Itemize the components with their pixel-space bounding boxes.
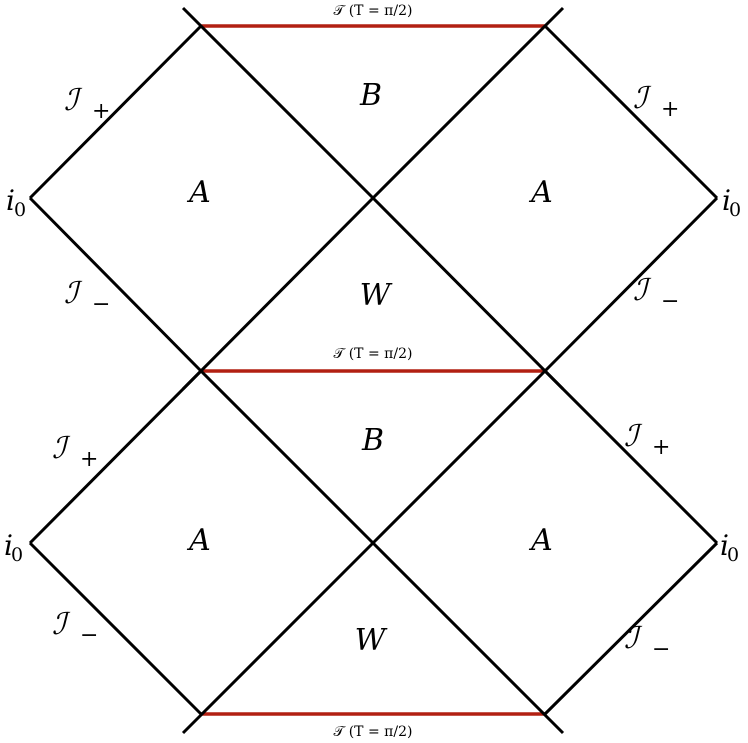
scri-plus-left-bottom: ℐ + bbox=[52, 431, 98, 472]
scri-minus-right-bottom: ℐ − bbox=[624, 621, 670, 662]
right-scri-minus-bottom bbox=[543, 541, 719, 716]
spatial-infinity-right-bottom: i 0 bbox=[720, 529, 739, 566]
svg-text:ℐ: ℐ bbox=[633, 81, 652, 116]
region-label-top-right-a: A bbox=[528, 175, 553, 210]
svg-text:i: i bbox=[6, 184, 15, 217]
svg-text:i: i bbox=[4, 529, 13, 562]
scri-plus-right-bottom: ℐ + bbox=[624, 419, 670, 460]
spatial-infinity-left-top: i 0 bbox=[6, 184, 26, 221]
region-label-top-w: W bbox=[360, 278, 393, 313]
time-slice-label-top: 𝒯 (T = π/2) bbox=[334, 3, 413, 19]
left-scri-plus-bottom bbox=[28, 369, 203, 545]
svg-text:ℐ: ℐ bbox=[633, 273, 652, 308]
left-scri-minus-bottom bbox=[28, 541, 203, 716]
svg-text:ℐ: ℐ bbox=[624, 621, 643, 656]
svg-text:0: 0 bbox=[727, 544, 739, 566]
svg-text:−: − bbox=[652, 637, 670, 662]
svg-text:−: − bbox=[92, 292, 110, 317]
spatial-infinity-right-top: i 0 bbox=[722, 184, 741, 221]
horizon-bottom-mid-right bbox=[181, 541, 375, 735]
horizon-top-left-diagonal bbox=[181, 6, 375, 200]
svg-text:0: 0 bbox=[11, 544, 23, 566]
svg-text:+: + bbox=[652, 435, 670, 460]
region-label-top-b: B bbox=[359, 78, 382, 113]
scri-minus-right-top: ℐ − bbox=[633, 273, 679, 314]
svg-text:i: i bbox=[722, 184, 731, 217]
region-label-bottom-left-a: A bbox=[186, 523, 211, 558]
svg-text:i: i bbox=[720, 529, 729, 562]
svg-text:ℐ: ℐ bbox=[64, 83, 83, 118]
horizon-top-right-diagonal bbox=[371, 6, 565, 200]
time-slice-label-bottom: 𝒯 (T = π/2) bbox=[334, 724, 413, 740]
scri-plus-left-top: ℐ + bbox=[64, 83, 110, 124]
right-scri-minus-top bbox=[543, 196, 719, 373]
horizon-bottom-mid-left bbox=[371, 541, 565, 735]
scri-minus-left-top: ℐ − bbox=[64, 276, 110, 317]
horizon-bottom-left-diagonal bbox=[199, 369, 375, 545]
svg-text:ℐ: ℐ bbox=[64, 276, 83, 311]
spatial-infinity-left-bottom: i 0 bbox=[4, 529, 23, 566]
region-label-bottom-w: W bbox=[355, 623, 388, 658]
svg-text:0: 0 bbox=[729, 199, 741, 221]
region-label-top-left-a: A bbox=[186, 175, 211, 210]
svg-text:+: + bbox=[92, 99, 110, 124]
svg-text:0: 0 bbox=[14, 199, 26, 221]
right-scri-plus-top bbox=[543, 24, 719, 200]
svg-text:+: + bbox=[80, 447, 98, 472]
time-slice-label-middle: 𝒯 (T = π/2) bbox=[334, 346, 413, 362]
horizon-top-mid-left bbox=[371, 196, 565, 391]
left-scri-minus-top bbox=[28, 196, 203, 373]
svg-text:ℐ: ℐ bbox=[624, 419, 643, 454]
svg-text:−: − bbox=[80, 623, 98, 648]
svg-text:−: − bbox=[661, 289, 679, 314]
svg-text:ℐ: ℐ bbox=[52, 607, 71, 642]
svg-text:+: + bbox=[661, 97, 679, 122]
region-label-bottom-b: B bbox=[361, 423, 384, 458]
horizon-top-mid-right bbox=[181, 196, 375, 391]
svg-text:ℐ: ℐ bbox=[52, 431, 71, 466]
scri-plus-right-top: ℐ + bbox=[633, 81, 679, 122]
left-scri-plus-top bbox=[28, 24, 203, 200]
right-scri-plus-bottom bbox=[543, 369, 719, 545]
horizon-bottom-right-diagonal bbox=[371, 369, 547, 545]
scri-minus-left-bottom: ℐ − bbox=[52, 607, 98, 648]
region-label-bottom-right-a: A bbox=[528, 523, 553, 558]
